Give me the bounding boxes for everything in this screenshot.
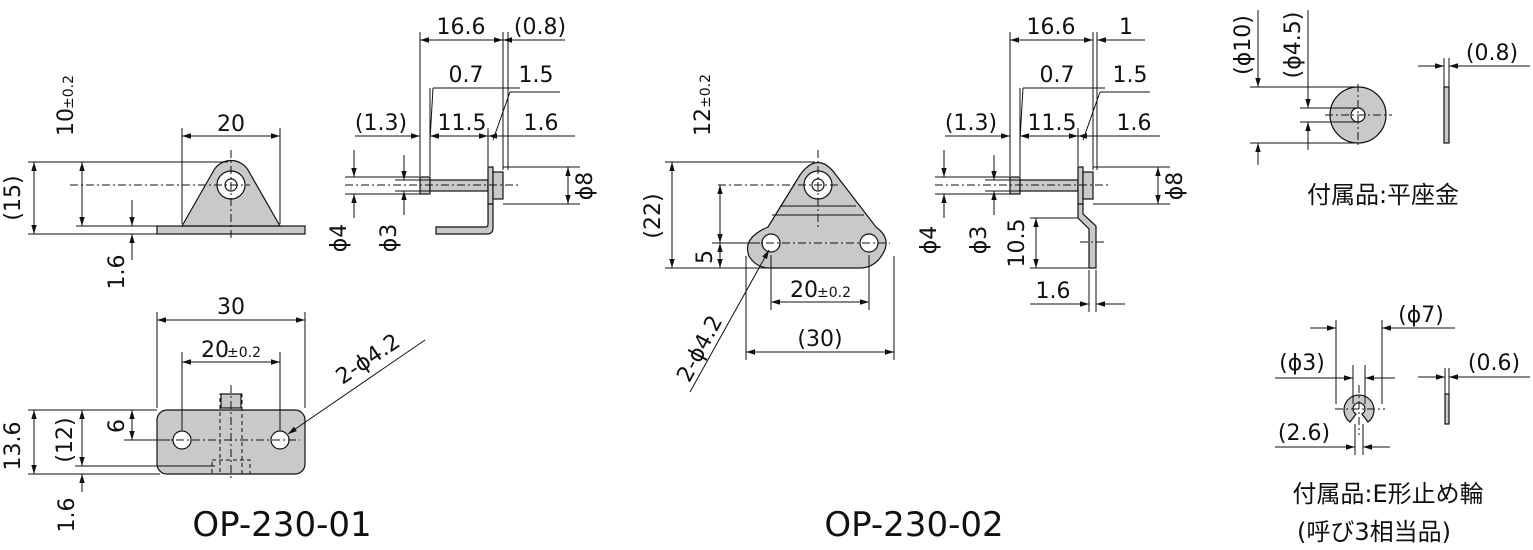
dim-d4: 11.5: [1028, 111, 1077, 136]
model-label-b: OP-230-02: [824, 505, 1003, 545]
dim-inner: (ϕ3): [1279, 351, 1325, 376]
l-bracket: [435, 203, 494, 235]
e-ring-title-2: (呼び3相当品): [1297, 518, 1451, 546]
dim-d2: 1.5: [1113, 63, 1148, 88]
dim-tip: 1: [1119, 15, 1133, 40]
dim-drop: 10.5: [1005, 219, 1030, 268]
model-label-a: OP-230-01: [192, 505, 371, 545]
dim-dia-a: ϕ4: [917, 226, 942, 255]
dim-dia-big: ϕ8: [1163, 172, 1188, 201]
dim-width: 20: [217, 112, 245, 137]
dim-height-tol: ±0.2: [61, 75, 77, 109]
dim-height-total: (15): [1, 175, 26, 220]
dim-d5: 1.6: [524, 111, 559, 136]
dim-h-inner: (12): [53, 417, 78, 462]
dim-d3: (1.3): [945, 111, 997, 136]
z-bracket: [1077, 203, 1097, 269]
dim-d1: 0.7: [449, 63, 484, 88]
dim-d4: 11.5: [438, 111, 487, 136]
dim-pitch: 20: [790, 278, 818, 303]
op230-01-top-view: 30 20 ±0.2 2-ϕ4.2 13.6 (12) 6 1.6: [1, 295, 426, 533]
dim-dia-big: ϕ8: [573, 172, 598, 201]
op230-02-front-view: (22) 12 ±0.2 5 20 ±0.2 (30) 2-ϕ4.2: [641, 74, 895, 393]
dim-offset: 5: [693, 250, 718, 264]
dim-outer: (ϕ7): [1398, 303, 1444, 328]
dim-len: 16.6: [1027, 15, 1076, 40]
dim-height-total: (22): [641, 193, 666, 238]
dim-inner: (ϕ4.5): [1281, 12, 1306, 79]
dim-h-total: 13.6: [1, 422, 26, 471]
dim-holes: 2-ϕ4.2: [332, 329, 405, 390]
dim-height-tol: ±0.2: [698, 74, 714, 108]
dim-plate: 1.6: [105, 255, 130, 290]
dim-height-main: 12: [691, 108, 716, 136]
washer-edge: [1443, 86, 1450, 144]
dim-dia-a: ϕ4: [327, 224, 352, 253]
dim-height-main: 10: [54, 108, 79, 136]
dim-pitch-tol: ±0.2: [227, 345, 261, 361]
dim-width: 30: [217, 295, 245, 320]
dim-thickness: (0.8): [1466, 41, 1518, 66]
e-ring-title-1: 付属品:E形止め輪: [1292, 480, 1483, 508]
dim-thickness: 1.6: [55, 498, 80, 533]
dim-outer: (ϕ10): [1231, 15, 1256, 75]
dim-pitch-tol: ±0.2: [817, 285, 851, 301]
dim-h-off: 6: [105, 419, 130, 433]
washer-drawing: (ϕ10) (ϕ4.5) (0.8) 付属品:平座金: [1231, 10, 1530, 209]
dim-holes: 2-ϕ4.2: [672, 312, 728, 387]
washer-title: 付属品:平座金: [1307, 181, 1459, 209]
dim-pitch: 20: [201, 338, 229, 363]
e-ring-body: [1343, 394, 1375, 423]
dim-d2: 1.5: [519, 63, 554, 88]
dim-tip: (0.8): [514, 15, 566, 40]
dim-d5: 1.6: [1117, 111, 1152, 136]
op230-01-front-view: 20 (15) 10 ±0.2 1.6: [1, 75, 306, 290]
op230-01-side-view: 16.6 (0.8) 0.7 1.5 (1.3) 11.5 1.6 ϕ8 ϕ4 …: [327, 15, 598, 252]
e-ring-drawing: (ϕ7) (ϕ3) (2.6) (0.6) 付属品:E形止め輪 (呼び3相当品): [1275, 303, 1530, 546]
dim-d1: 0.7: [1040, 63, 1075, 88]
dim-thickness: (0.6): [1468, 351, 1520, 376]
dim-dia-b: ϕ3: [967, 226, 992, 255]
dim-width: (30): [797, 327, 842, 352]
dim-len: 16.6: [437, 15, 486, 40]
dim-d3: (1.3): [355, 111, 407, 136]
dim-gap: (2.6): [1278, 421, 1330, 446]
dim-dia-b: ϕ3: [377, 224, 402, 253]
e-ring-edge: [1444, 393, 1450, 425]
op230-02-side-view: 16.6 1 0.7 1.5 (1.3) 11.5 1.6 ϕ8 ϕ4 ϕ3 1: [917, 15, 1188, 312]
dim-plate: 1.6: [1036, 279, 1071, 304]
